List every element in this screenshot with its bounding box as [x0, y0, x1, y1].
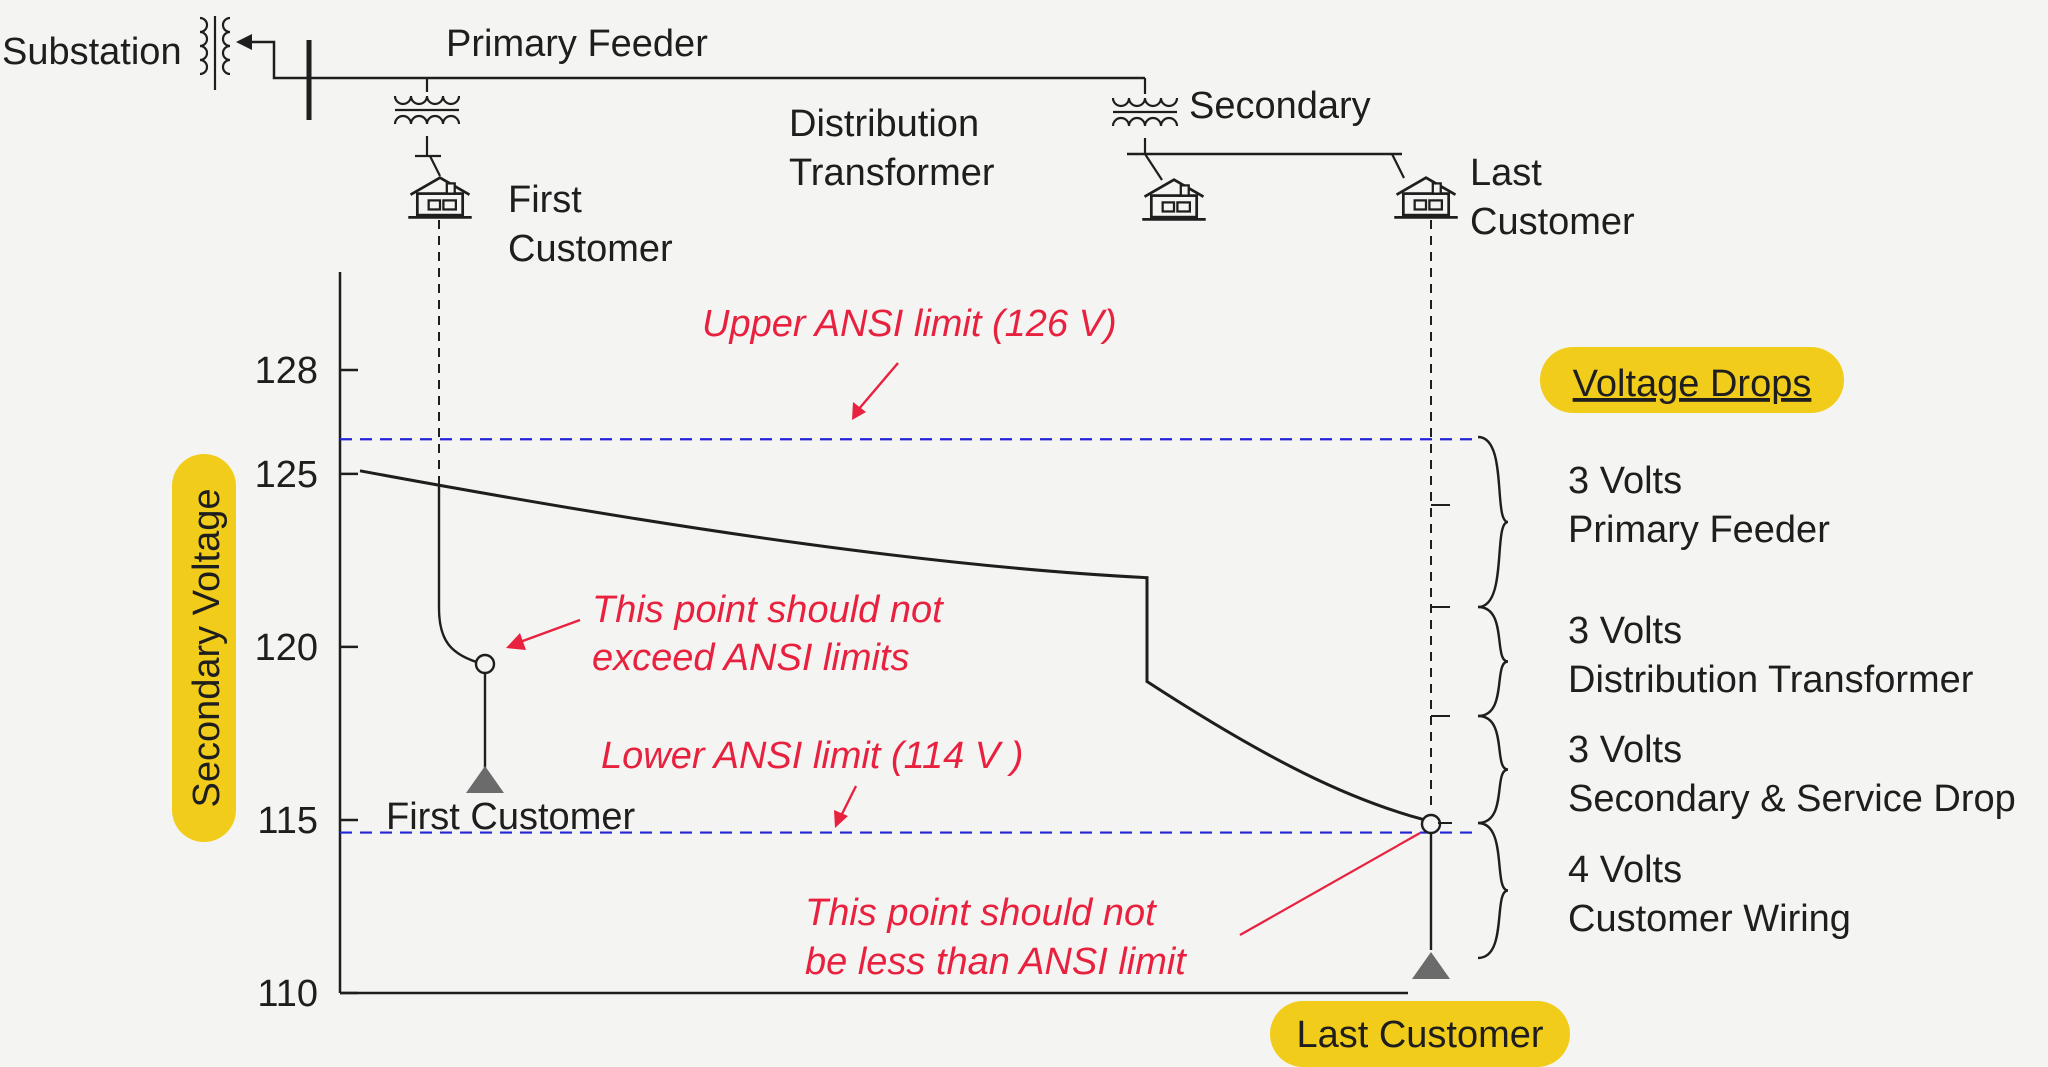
- voltage-profile-chart: 128 125 120 115 110 Secondary Voltage Upper …: [172, 220, 1570, 1067]
- drop-2-volts: 3 Volts: [1568, 610, 1682, 652]
- last-point-note-line2: be less than ANSI limit: [805, 941, 1187, 983]
- y-axis-ticks: 128 125 120 115 110: [255, 350, 358, 1015]
- first-customer-house-icon: [406, 176, 474, 219]
- y-tick-label: 110: [257, 973, 318, 1015]
- drop-4-name: Customer Wiring: [1568, 898, 1851, 940]
- network-schematic: Substation Primary Feeder First Customer…: [2, 16, 1635, 270]
- last-customer-pill: Last Customer: [1270, 1001, 1570, 1067]
- distribution-transformer-icon: [1111, 96, 1179, 128]
- voltage-profile-line: [359, 469, 1426, 822]
- drop-brace-3: [1477, 714, 1509, 825]
- y-axis-label-pill: Secondary Voltage: [172, 454, 236, 842]
- upper-limit-arrow: [857, 362, 899, 411]
- substation-label: Substation: [2, 31, 182, 73]
- drop-4-volts: 4 Volts: [1568, 849, 1682, 891]
- first-customer-transformer-icon: [393, 94, 461, 126]
- drop-1-volts: 3 Volts: [1568, 460, 1682, 502]
- y-tick-label: 120: [255, 627, 318, 669]
- first-customer-label-line2: Customer: [508, 228, 673, 270]
- distribution-transformer-label-line2: Transformer: [789, 152, 995, 194]
- lower-limit-arrow: [838, 785, 858, 819]
- first-point-arrow: [519, 618, 581, 644]
- voltage-drops-title: Voltage Drops: [1573, 363, 1812, 405]
- first-point-note-line2: exceed ANSI limits: [592, 637, 909, 679]
- voltage-drops-title-pill: Voltage Drops: [1540, 347, 1844, 413]
- drop-1-name: Primary Feeder: [1568, 509, 1830, 551]
- voltage-drops-legend: Voltage Drops 3 Volts Primary Feeder 3 V…: [1431, 347, 2016, 960]
- first-customer-service-curve: [437, 485, 484, 666]
- drop-braces: [1477, 435, 1509, 960]
- drop-step-marks: [1431, 504, 1452, 824]
- drop-3-name: Secondary & Service Drop: [1568, 778, 2016, 820]
- drop-brace-1: [1477, 435, 1509, 609]
- first-point-note-line1: This point should not: [592, 589, 944, 631]
- last-customer-point: [1420, 813, 1442, 835]
- drop-brace-4: [1477, 821, 1509, 960]
- first-customer-ground-icon: [466, 766, 504, 793]
- last-point-arrow: [1239, 832, 1421, 936]
- y-axis-label: Secondary Voltage: [186, 488, 228, 807]
- last-customer-house-icon: [1392, 176, 1460, 219]
- drop-brace-2: [1477, 605, 1509, 718]
- first-customer-label-line1: First: [508, 179, 582, 221]
- primary-feeder-label: Primary Feeder: [446, 23, 708, 65]
- distribution-transformer-label-line1: Distribution: [789, 103, 979, 145]
- middle-customer-house-icon: [1140, 178, 1208, 221]
- first-customer-chart-label: First Customer: [386, 796, 635, 838]
- upper-ansi-limit-label: Upper ANSI limit (126 V): [702, 303, 1117, 345]
- substation-transformer-icon: [199, 16, 1145, 90]
- drop-3-volts: 3 Volts: [1568, 729, 1682, 771]
- first-customer-point: [474, 653, 496, 675]
- last-customer-chart-label: Last Customer: [1296, 1014, 1543, 1056]
- secondary-label: Secondary: [1189, 85, 1371, 127]
- last-point-note-line1: This point should not: [805, 892, 1157, 934]
- drop-2-name: Distribution Transformer: [1568, 659, 1974, 701]
- y-tick-label: 128: [255, 350, 318, 392]
- last-customer-ground-icon: [1412, 952, 1450, 979]
- last-customer-label-line2: Customer: [1470, 201, 1635, 243]
- y-tick-label: 115: [257, 800, 318, 842]
- last-customer-label-line1: Last: [1470, 152, 1542, 194]
- y-tick-label: 125: [255, 454, 318, 496]
- lower-ansi-limit-label: Lower ANSI limit (114 V ): [601, 735, 1023, 777]
